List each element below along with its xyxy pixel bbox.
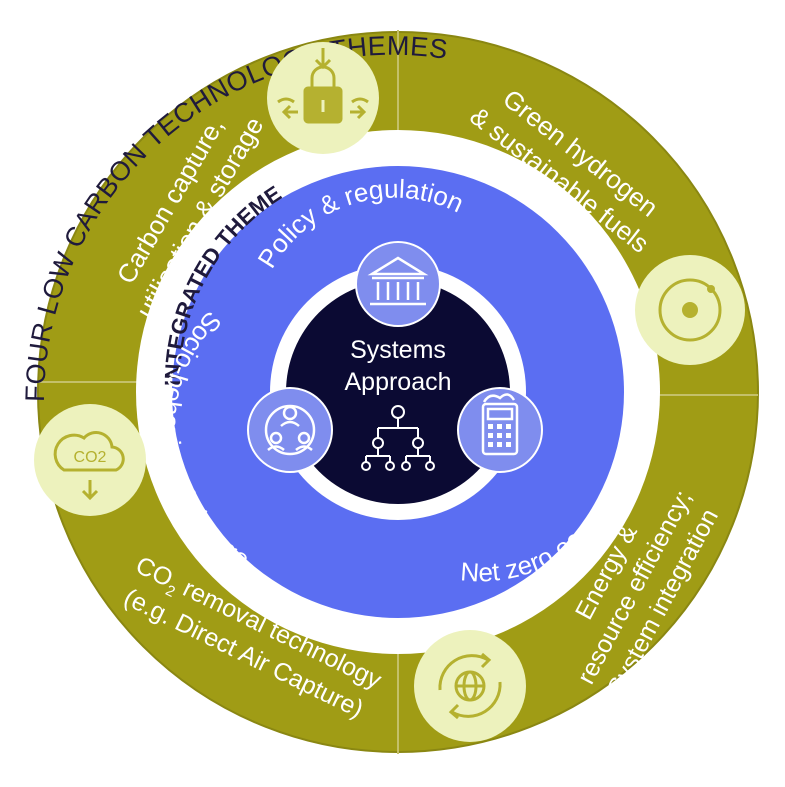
center-title-line1: Systems xyxy=(350,336,446,364)
hierarchy-icon xyxy=(361,405,435,471)
people-network-icon xyxy=(247,387,333,473)
lock-icon xyxy=(267,42,379,154)
calculator-icon xyxy=(457,387,543,473)
co2-cloud-icon: CO2 xyxy=(34,404,146,516)
systems-core xyxy=(286,280,510,504)
government-building-icon xyxy=(355,241,441,327)
atom-icon xyxy=(635,255,745,365)
co2-cloud-icon-label: CO2 xyxy=(74,449,107,466)
center-title-line2: Approach xyxy=(344,368,451,396)
globe-cycle-icon xyxy=(414,630,526,742)
